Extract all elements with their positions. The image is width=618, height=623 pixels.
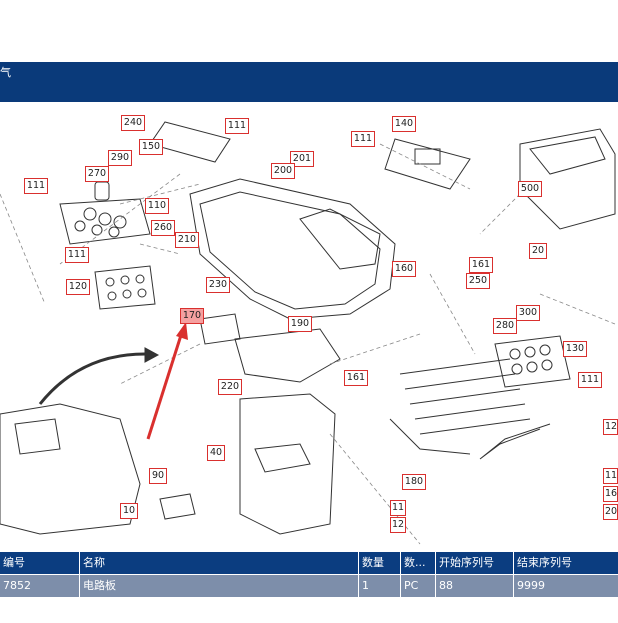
- callout-270[interactable]: 270: [85, 166, 109, 182]
- column-header-name[interactable]: 名称: [80, 552, 359, 574]
- cell-start-serial: 88: [436, 575, 514, 597]
- callout-10[interactable]: 10: [120, 503, 138, 519]
- callout-130[interactable]: 130: [563, 341, 587, 357]
- callout-111[interactable]: 111: [351, 131, 375, 147]
- callout-20-edge[interactable]: 20: [603, 504, 618, 520]
- title-bar: 气: [0, 62, 618, 102]
- callout-150[interactable]: 150: [139, 139, 163, 155]
- table-row[interactable]: 7852 电路板 1 PC 88 9999: [0, 575, 618, 597]
- callout-40[interactable]: 40: [207, 445, 225, 461]
- callout-11-edge[interactable]: 11: [603, 468, 618, 484]
- callout-180[interactable]: 180: [402, 474, 426, 490]
- callout-111[interactable]: 111: [578, 372, 602, 388]
- callout-16-edge[interactable]: 16: [603, 486, 618, 502]
- callout-170-selected[interactable]: 170: [180, 308, 204, 324]
- callout-111[interactable]: 111: [225, 118, 249, 134]
- callout-140[interactable]: 140: [392, 116, 416, 132]
- callout-120[interactable]: 120: [66, 279, 90, 295]
- column-header-start-serial[interactable]: 开始序列号: [436, 552, 514, 574]
- callout-11[interactable]: 11: [390, 500, 406, 516]
- callout-111[interactable]: 111: [65, 247, 89, 263]
- cell-end-serial: 9999: [517, 579, 545, 592]
- callout-300[interactable]: 300: [516, 305, 540, 321]
- column-header-quantity[interactable]: 数量: [359, 552, 401, 574]
- callout-290[interactable]: 290: [108, 150, 132, 166]
- column-header-number[interactable]: 编号: [0, 552, 80, 574]
- callout-280[interactable]: 280: [493, 318, 517, 334]
- callout-210[interactable]: 210: [175, 232, 199, 248]
- callout-161[interactable]: 161: [469, 257, 493, 273]
- callout-12-edge[interactable]: 12: [603, 419, 618, 435]
- callout-260[interactable]: 260: [151, 220, 175, 236]
- cell-name: 电路板: [80, 575, 359, 597]
- callout-190[interactable]: 190: [288, 316, 312, 332]
- cell-unit: PC: [401, 575, 436, 597]
- page-title: 气: [0, 66, 11, 79]
- callout-200[interactable]: 200: [271, 163, 295, 179]
- parts-diagram: 240 111 150 140 111 290 201 200 270 111 …: [0, 104, 618, 546]
- callout-220[interactable]: 220: [218, 379, 242, 395]
- callout-160[interactable]: 160: [392, 261, 416, 277]
- callout-110[interactable]: 110: [145, 198, 169, 214]
- callout-250[interactable]: 250: [466, 273, 490, 289]
- column-header-unit[interactable]: 数...: [401, 552, 436, 574]
- callout-500[interactable]: 500: [518, 181, 542, 197]
- callout-90[interactable]: 90: [149, 468, 167, 484]
- callout-111[interactable]: 111: [24, 178, 48, 194]
- callout-12[interactable]: 12: [390, 517, 406, 533]
- callout-201[interactable]: 201: [290, 151, 314, 167]
- callout-240[interactable]: 240: [121, 115, 145, 131]
- cell-number: 7852: [0, 575, 80, 597]
- callout-161[interactable]: 161: [344, 370, 368, 386]
- column-header-end-serial[interactable]: 结束序列号: [517, 556, 572, 569]
- cell-quantity: 1: [359, 575, 401, 597]
- callout-230[interactable]: 230: [206, 277, 230, 293]
- callout-20[interactable]: 20: [529, 243, 547, 259]
- table-header: 编号 名称 数量 数... 开始序列号 结束序列号: [0, 552, 618, 574]
